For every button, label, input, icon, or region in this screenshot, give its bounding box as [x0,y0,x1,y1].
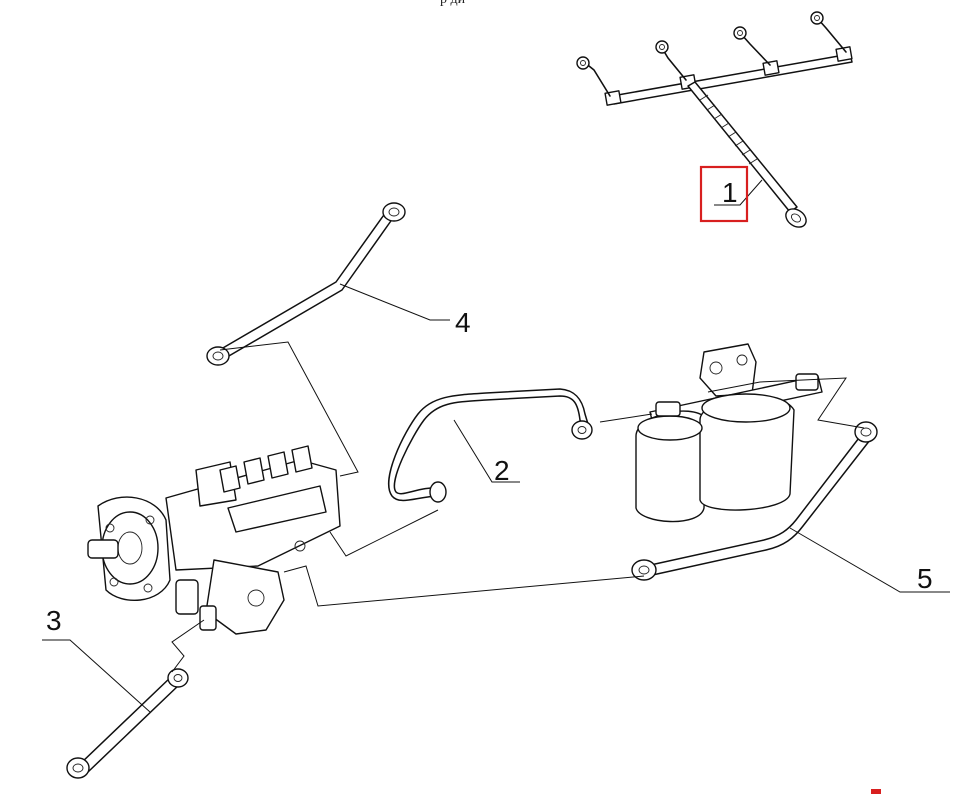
cropped-header-text: р ди [440,0,465,8]
part-1-leak-off-harness[interactable] [576,11,853,231]
part-4-upper-pipe[interactable] [206,202,406,366]
callout-5-label[interactable]: 5 [917,563,933,594]
callout-1[interactable]: 1 [699,165,749,223]
leader-lines [42,179,950,713]
part-2-middle-pipe[interactable] [388,388,593,503]
callout-4-label[interactable]: 4 [455,307,471,338]
fuel-filter-assembly [635,343,823,523]
callout-1-label: 1 [722,177,738,208]
callout-3-label[interactable]: 3 [46,605,62,636]
part-5-right-pipe[interactable] [631,421,878,581]
callout-1-highlight-box [699,165,749,223]
part-3-lower-left-pipe[interactable] [66,668,189,779]
injection-pump [87,445,341,635]
callout-2-label[interactable]: 2 [494,455,510,486]
red-corner-mark [871,789,881,794]
